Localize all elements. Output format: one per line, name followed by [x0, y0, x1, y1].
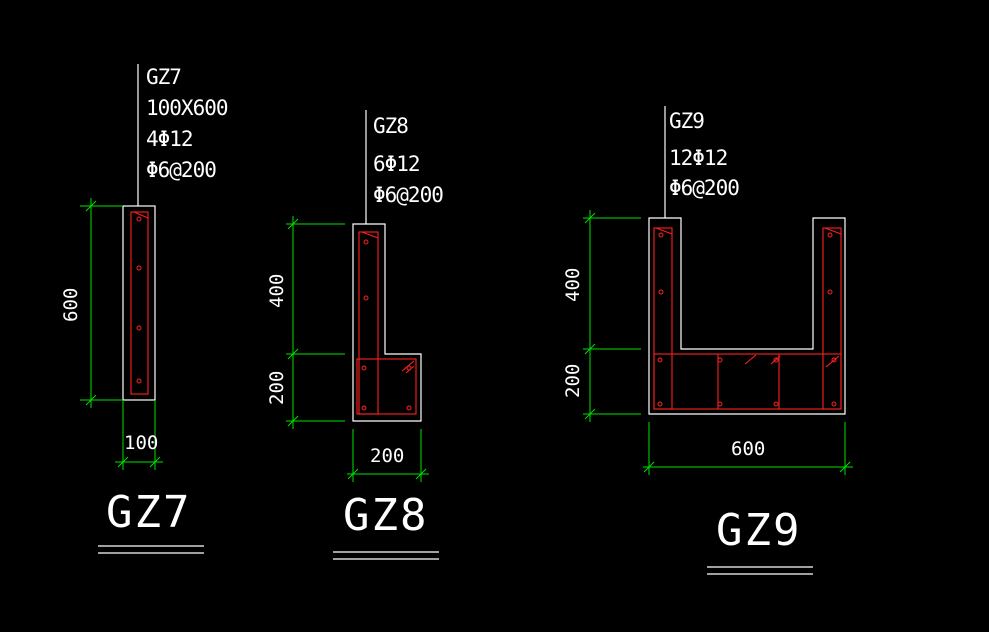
gz7-title: GZ7 — [106, 487, 191, 538]
gz8-dim-tick — [415, 468, 427, 480]
gz8-title: GZ8 — [343, 490, 428, 541]
gz8-rebar — [406, 405, 412, 411]
gz7-outline — [122, 205, 156, 401]
gz8-rebar — [406, 365, 412, 371]
gz8-dim-tick — [287, 415, 299, 427]
gz9-rebar — [657, 401, 663, 407]
gz7-rebar — [136, 265, 142, 271]
gz9-stirrup-hook — [824, 227, 842, 235]
gz9-rebar — [717, 401, 723, 407]
gz9-section: GZ9 12Φ12 Φ6@200 400 — [562, 106, 853, 575]
gz9-rebar — [657, 357, 663, 363]
gz9-rebar — [658, 232, 664, 238]
gz8-dim-tick — [287, 218, 299, 230]
gz8-dim-tick — [287, 348, 299, 360]
gz8-rebar — [363, 295, 369, 301]
gz7-annotation-size: 100X600 — [146, 96, 228, 120]
gz8-rebar — [361, 365, 367, 371]
gz8-rebar — [361, 405, 367, 411]
gz7-rebar — [136, 216, 142, 222]
gz9-annotation-stirrup: Φ6@200 — [669, 176, 739, 200]
gz9-stirrup-bottom — [653, 353, 842, 410]
gz9-stirrup-hook — [744, 354, 757, 365]
gz8-dim-width: 200 — [370, 445, 404, 467]
gz9-rebar — [773, 401, 779, 407]
gz9-annotation-name: GZ9 — [669, 109, 704, 133]
gz9-dim-tick — [839, 461, 851, 473]
gz7-dim-height: 600 — [60, 288, 82, 322]
gz7-rebar — [136, 378, 142, 384]
gz9-rebar — [658, 289, 664, 295]
gz9-stirrup-right — [822, 227, 842, 410]
gz7-dim-tick — [85, 200, 97, 212]
gz9-outline — [648, 217, 846, 415]
gz8-rebar — [363, 239, 369, 245]
gz7-annotation-stirrup: Φ6@200 — [146, 158, 216, 182]
gz7-dim-tick — [149, 456, 161, 468]
gz7-dim-tick — [117, 456, 129, 468]
gz9-rebar — [717, 357, 723, 363]
gz8-stirrup-hook — [361, 231, 379, 239]
gz8-annotation-rebar: 6Φ12 — [373, 152, 420, 176]
gz8-annotation-stirrup: Φ6@200 — [373, 183, 443, 207]
gz9-dim-tick — [643, 461, 655, 473]
gz9-rebar — [827, 232, 833, 238]
gz8-outline — [352, 223, 422, 422]
gz9-dim-tick — [584, 343, 596, 355]
gz9-dim-width: 600 — [731, 438, 765, 460]
gz7-section: GZ7 100X600 4Φ12 Φ6@200 600 100 GZ7 — [60, 64, 229, 554]
gz9-annotation-rebar: 12Φ12 — [669, 146, 727, 170]
gz7-dim-tick — [85, 394, 97, 406]
gz7-stirrup-hook — [133, 211, 149, 219]
gz8-section: GZ8 6Φ12 Φ6@200 400 200 200 — [266, 110, 444, 560]
gz9-stirrup-left — [653, 227, 673, 410]
gz7-annotation-rebar: 4Φ12 — [146, 127, 193, 151]
gz7-dim-width: 100 — [124, 432, 158, 454]
gz8-stirrup-horizontal — [356, 358, 417, 415]
gz9-dim-lower: 200 — [562, 364, 584, 398]
gz9-title: GZ9 — [716, 505, 801, 556]
gz8-stirrup-vertical — [358, 231, 379, 415]
gz8-dim-lower: 200 — [266, 371, 288, 405]
gz9-stirrup-hook — [770, 355, 781, 365]
gz8-annotation-name: GZ8 — [373, 114, 408, 138]
gz9-stirrup-hook — [655, 227, 673, 235]
gz8-dim-upper: 400 — [266, 274, 288, 308]
gz9-rebar — [773, 357, 779, 363]
gz9-dim-tick — [584, 212, 596, 224]
gz9-rebar — [831, 357, 837, 363]
gz7-stirrup — [130, 211, 149, 395]
gz7-annotation-name: GZ7 — [146, 65, 181, 89]
gz8-dim-tick — [347, 468, 359, 480]
gz7-rebar — [136, 325, 142, 331]
gz9-rebar — [827, 289, 833, 295]
gz9-dim-upper: 400 — [562, 268, 584, 302]
gz9-dim-tick — [584, 408, 596, 420]
gz9-rebar — [831, 401, 837, 407]
